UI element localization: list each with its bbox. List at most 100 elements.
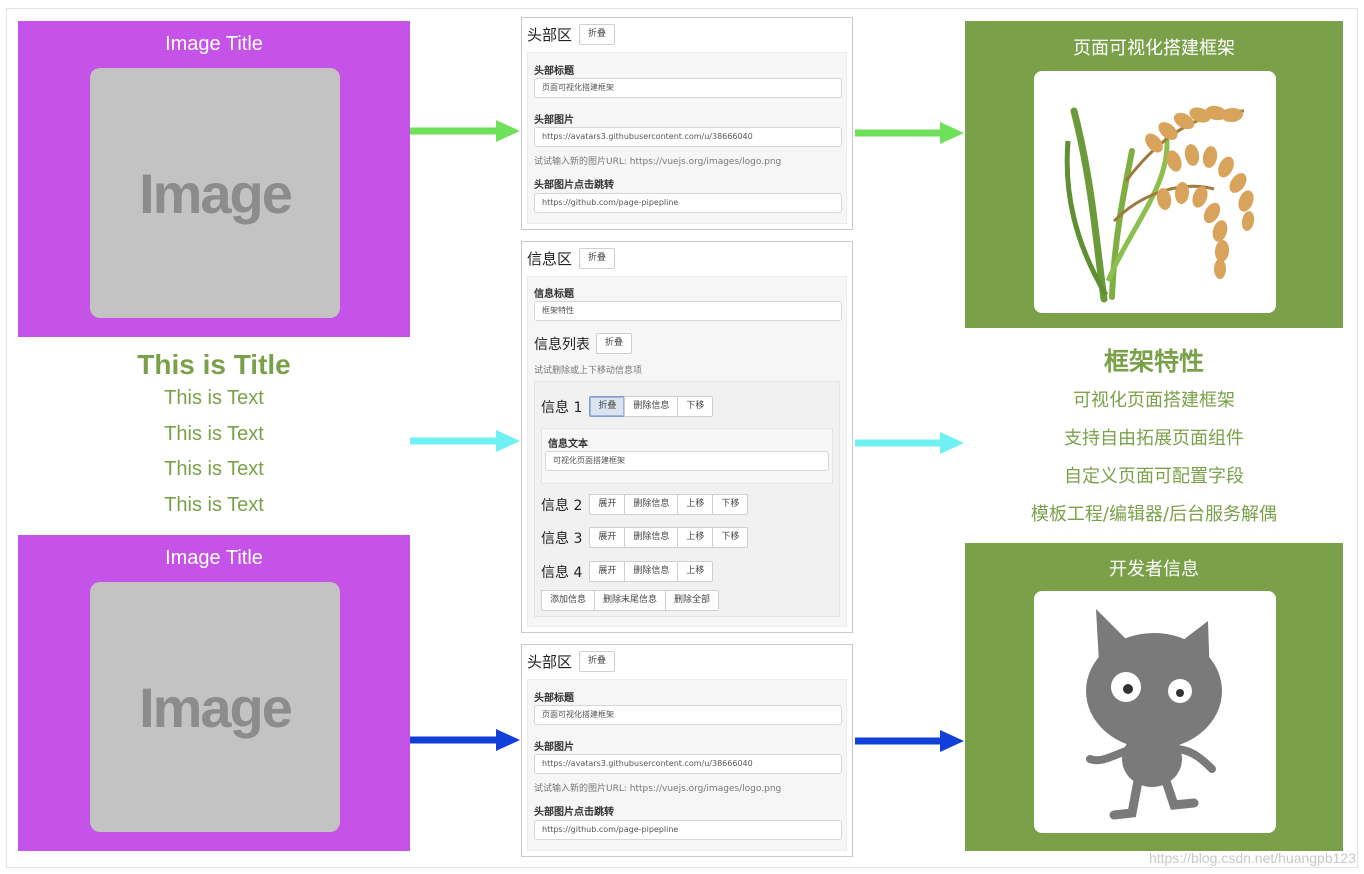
info-item-name: 信息 2 (541, 497, 583, 514)
expand-button[interactable]: 展开 (589, 561, 626, 582)
info-title-input[interactable]: 框架特性 (534, 301, 842, 321)
info-list: 信息 1 折叠 删除信息 下移 信息文本 可视化页面搭建框架 信息 2 展开 删… (534, 381, 840, 617)
item-collapse-button[interactable]: 折叠 (589, 396, 626, 417)
delete-item-button[interactable]: 删除信息 (624, 527, 679, 548)
expand-button[interactable]: 展开 (589, 494, 626, 515)
item-button-group: 展开 删除信息 上移 下移 (589, 527, 749, 548)
panel-title: 头部区 (527, 653, 573, 671)
diagram-frame (6, 8, 1358, 868)
collapse-button[interactable]: 折叠 (579, 24, 616, 45)
info-item-1: 信息 1 折叠 删除信息 下移 (541, 396, 714, 417)
rendered-developer-title: 开发者信息 (1109, 559, 1199, 580)
item-button-group: 折叠 删除信息 下移 (589, 396, 714, 417)
header-link-label: 头部图片点击跳转 (534, 807, 614, 818)
header-image-label: 头部图片 (534, 115, 574, 126)
info-title-label: 信息标题 (534, 289, 574, 300)
rendered-header-title: 页面可视化搭建框架 (1073, 38, 1235, 59)
panel-header: 信息区 折叠 (527, 248, 616, 269)
text-line: This is Text (164, 458, 264, 480)
header-editor-panel-bottom: 头部区 折叠 头部标题 页面可视化搭建框架 头部图片 https://avata… (521, 644, 853, 857)
header-image-label: 头部图片 (534, 742, 574, 753)
list-action-buttons: 添加信息 删除末尾信息 删除全部 (541, 590, 720, 611)
rendered-page-column: 页面可视化搭建框架 (965, 21, 1343, 851)
move-up-button[interactable]: 上移 (677, 561, 714, 582)
top-image-title: Image Title (165, 33, 263, 55)
panel-body: 头部标题 页面可视化搭建框架 头部图片 https://avatars3.git… (527, 679, 847, 851)
rendered-header-block: 页面可视化搭建框架 (965, 21, 1343, 328)
info-item-4: 信息 4 展开 删除信息 上移 (541, 561, 714, 582)
rice-stalk-icon (1064, 105, 1255, 303)
move-up-button[interactable]: 上移 (677, 527, 714, 548)
item-button-group: 展开 删除信息 上移 下移 (589, 494, 749, 515)
panel-title: 头部区 (527, 26, 573, 44)
rendered-info-line: 自定义页面可配置字段 (1064, 466, 1244, 487)
header-editor-panel-top: 头部区 折叠 头部标题 页面可视化搭建框架 头部图片 https://avata… (521, 17, 853, 230)
header-link-input[interactable]: https://github.com/page-pipepline (534, 193, 842, 213)
info-list-title: 信息列表 (534, 336, 590, 353)
bottom-image-block: Image Title Image (18, 535, 410, 851)
top-image-block: Image Title Image (18, 21, 410, 337)
expand-button[interactable]: 展开 (589, 527, 626, 548)
item-button-group: 展开 删除信息 上移 (589, 561, 714, 582)
bottom-image-title: Image Title (165, 547, 263, 569)
cat-avatar-icon (1086, 609, 1222, 820)
delete-item-button[interactable]: 删除信息 (624, 561, 679, 582)
move-down-button[interactable]: 下移 (712, 527, 749, 548)
header-link-input[interactable]: https://github.com/page-pipepline (534, 820, 842, 840)
header-image-hint: 试试输入新的图片URL: https://vuejs.org/images/lo… (534, 157, 782, 167)
list-collapse-button[interactable]: 折叠 (596, 333, 633, 354)
text-block: This is Title This is Text This is Text … (18, 337, 410, 535)
move-up-button[interactable]: 上移 (677, 494, 714, 515)
info-item-1-body: 信息文本 可视化页面搭建框架 (541, 428, 833, 484)
header-image-input[interactable]: https://avatars3.githubusercontent.com/u… (534, 127, 842, 147)
add-item-button[interactable]: 添加信息 (541, 590, 596, 611)
panel-body: 信息标题 框架特性 信息列表 折叠 试试删除或上下移动信息项 信息 1 折叠 删… (527, 276, 847, 627)
text-line: This is Text (164, 422, 264, 445)
watermark: https://blog.csdn.net/huangpb123 (1148, 850, 1356, 866)
delete-item-button[interactable]: 删除信息 (624, 396, 679, 417)
template-preview-column: Image Title Image This is Title This is … (18, 21, 410, 851)
info-item-name: 信息 3 (541, 530, 583, 547)
text-block-title: This is Title (137, 349, 291, 380)
rendered-info-line: 模板工程/编辑器/后台服务解偶 (1030, 504, 1278, 525)
info-text-input[interactable]: 可视化页面搭建框架 (545, 451, 829, 471)
image-placeholder-text: Image (139, 675, 293, 739)
text-line: This is Text (164, 493, 264, 516)
move-down-button[interactable]: 下移 (677, 396, 714, 417)
panel-title: 信息区 (527, 250, 573, 268)
info-list-hint: 试试删除或上下移动信息项 (534, 366, 643, 376)
rice-image (1034, 71, 1276, 313)
move-down-button[interactable]: 下移 (712, 494, 749, 515)
panel-body: 头部标题 页面可视化搭建框架 头部图片 https://avatars3.git… (527, 52, 847, 224)
top-image-placeholder: Image (90, 68, 340, 318)
header-link-label: 头部图片点击跳转 (534, 180, 614, 191)
image-placeholder-text: Image (139, 161, 293, 225)
delete-item-button[interactable]: 删除信息 (624, 494, 679, 515)
header-image-hint: 试试输入新的图片URL: https://vuejs.org/images/lo… (534, 784, 782, 794)
delete-all-button[interactable]: 删除全部 (665, 590, 720, 611)
collapse-button[interactable]: 折叠 (579, 651, 616, 672)
delete-last-button[interactable]: 删除末尾信息 (594, 590, 667, 611)
info-item-name: 信息 4 (541, 564, 583, 581)
header-title-input[interactable]: 页面可视化搭建框架 (534, 78, 842, 98)
info-list-footer: 添加信息 删除末尾信息 删除全部 (541, 590, 720, 611)
header-title-input[interactable]: 页面可视化搭建框架 (534, 705, 842, 725)
rendered-info-title: 框架特性 (1103, 347, 1204, 376)
header-title-label: 头部标题 (534, 66, 574, 77)
info-editor-panel: 信息区 折叠 信息标题 框架特性 信息列表 折叠 试试删除或上下移动信息项 信息… (521, 241, 853, 633)
header-title-label: 头部标题 (534, 693, 574, 704)
bottom-image-placeholder: Image (90, 582, 340, 832)
info-text-label: 信息文本 (548, 439, 588, 450)
rendered-info-block: 框架特性 可视化页面搭建框架 支持自由拓展页面组件 自定义页面可配置字段 模板工… (965, 328, 1343, 543)
info-item-2: 信息 2 展开 删除信息 上移 下移 (541, 494, 749, 515)
info-item-name: 信息 1 (541, 399, 583, 416)
header-image-input[interactable]: https://avatars3.githubusercontent.com/u… (534, 754, 842, 774)
rendered-info-line: 可视化页面搭建框架 (1073, 390, 1235, 411)
info-list-header: 信息列表 折叠 (534, 333, 633, 354)
panel-header: 头部区 折叠 (527, 651, 616, 672)
developer-avatar (1034, 591, 1276, 833)
collapse-button[interactable]: 折叠 (579, 248, 616, 269)
text-line: This is Text (164, 387, 264, 409)
info-item-3: 信息 3 展开 删除信息 上移 下移 (541, 527, 749, 548)
rendered-developer-block: 开发者信息 (965, 543, 1343, 851)
